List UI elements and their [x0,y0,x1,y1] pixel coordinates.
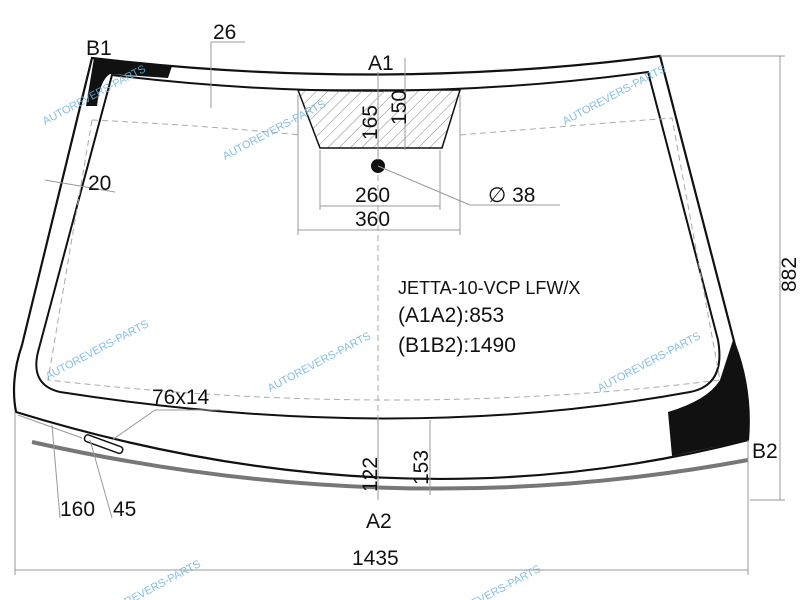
label-a2: A2 [366,510,392,533]
label-top-band: 26 [213,21,236,44]
glass-bottom-edge [31,440,749,491]
label-width-260: 260 [355,184,390,207]
label-height: 882 [778,257,800,292]
dimension-lines [14,41,785,575]
info-a1a2: (A1A2):853 [398,304,504,327]
label-sensor-150: 150 [388,90,411,125]
black-frit-top-left [86,58,172,106]
slot-mark [83,434,124,455]
info-model: JETTA-10-VCP LFW/X [398,278,580,298]
label-b1: B1 [86,37,112,60]
label-a1: A1 [368,52,394,75]
label-slot-160: 160 [60,498,95,521]
label-bottom-122: 122 [359,457,382,492]
label-dot-diameter: ∅ 38 [488,184,536,207]
label-side-band: 20 [88,172,111,195]
watermark-7: AUTOREVERS-PARTS [96,558,203,600]
black-frit-bottom-right [668,340,749,456]
label-bottom-153: 153 [410,450,433,485]
visible-area-dashed [47,117,721,401]
label-width: 1435 [352,547,399,570]
label-slot: 76x14 [152,386,210,409]
label-sensor-165: 165 [359,105,382,140]
glass-outer-outline [12,54,750,481]
info-b1b2: (B1B2):1490 [398,334,516,357]
sensor-area-hatched [296,89,462,149]
label-slot-45: 45 [113,498,136,521]
label-b2: B2 [752,440,778,463]
watermark-8: AUTOREVERS-PARTS [436,563,543,600]
label-width-360: 360 [355,208,390,231]
